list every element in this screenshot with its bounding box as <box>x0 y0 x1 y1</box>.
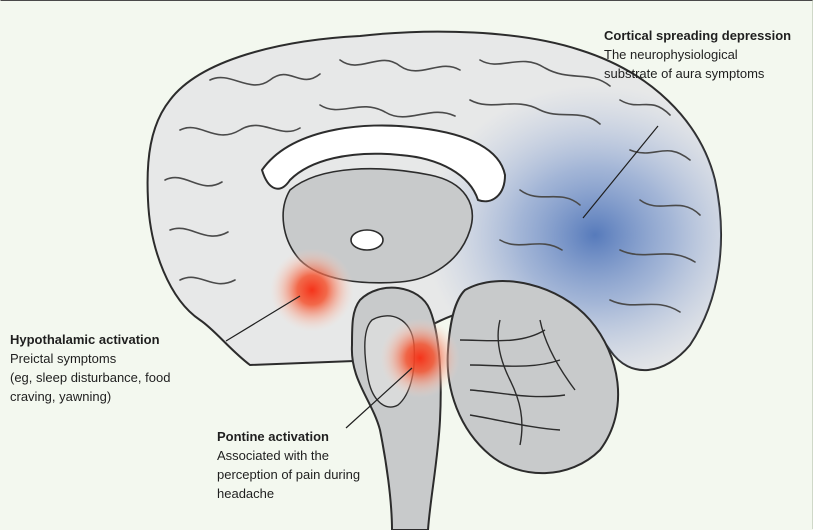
interthalamic-adhesion <box>351 230 383 250</box>
hypothalamic-annotation-line-1: Preictal symptoms <box>10 349 230 368</box>
pontine-activation-annotation: Pontine activation Associated with the p… <box>217 427 417 503</box>
hypothalamic-activation-spot <box>270 248 354 332</box>
hypothalamic-annotation-title: Hypothalamic activation <box>10 330 230 349</box>
cortical-spreading-depression-annotation: Cortical spreading depression The neurop… <box>604 26 813 83</box>
pontine-annotation-line-3: headache <box>217 484 417 503</box>
pontine-annotation-title: Pontine activation <box>217 427 417 446</box>
cortical-annotation-title: Cortical spreading depression <box>604 26 813 45</box>
pontine-annotation-line-2: perception of pain during <box>217 465 417 484</box>
cortical-annotation-line-2: substrate of aura symptoms <box>604 64 813 83</box>
hypothalamic-annotation-line-2: (eg, sleep disturbance, food <box>10 368 230 387</box>
pontine-annotation-line-1: Associated with the <box>217 446 417 465</box>
hypothalamic-activation-annotation: Hypothalamic activation Preictal symptom… <box>10 330 230 406</box>
cortical-annotation-line-1: The neurophysiological <box>604 45 813 64</box>
hypothalamic-annotation-line-3: craving, yawning) <box>10 387 230 406</box>
